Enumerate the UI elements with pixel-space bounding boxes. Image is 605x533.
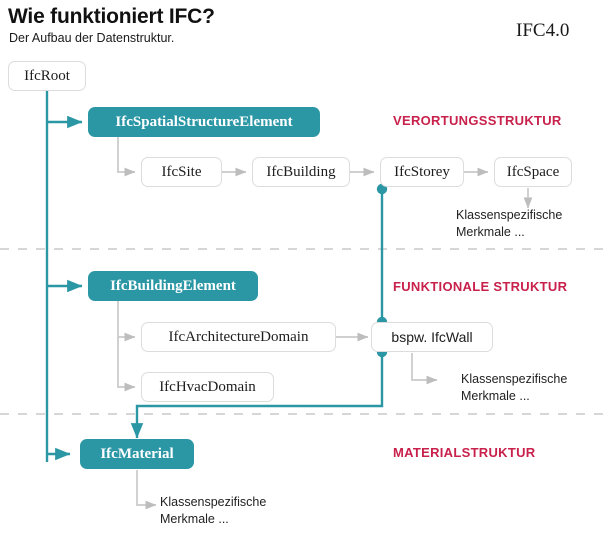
section-label-funktionale-struktur: FUNKTIONALE STRUKTUR bbox=[393, 279, 568, 294]
page-subtitle: Der Aufbau der Datenstruktur. bbox=[9, 31, 175, 45]
wire-buildingelement-branch-hvac bbox=[117, 337, 136, 392]
wire-wall-to-material bbox=[130, 352, 384, 439]
node-ifcarchitecturedomain[interactable]: IfcArchitectureDomain bbox=[141, 322, 336, 352]
node-ifcspatialstructureelement[interactable]: IfcSpatialStructureElement bbox=[88, 107, 320, 137]
section-label-verortungsstruktur: VERORTUNGSSTRUKTUR bbox=[393, 113, 562, 128]
node-ifcspace[interactable]: IfcSpace bbox=[494, 157, 572, 187]
note-ifcmaterial-merkmale: Klassenspezifische Merkmale ... bbox=[160, 495, 267, 526]
node-ifcsite[interactable]: IfcSite bbox=[141, 157, 222, 187]
wire-buildingelement-branch-arch bbox=[117, 301, 136, 342]
wire-material-to-note bbox=[136, 470, 157, 510]
note-ifcwall-merkmale: Klassenspezifische Merkmale ... bbox=[461, 372, 568, 403]
node-ifcbuildingelement[interactable]: IfcBuildingElement bbox=[88, 271, 258, 301]
node-bspw-ifcwall[interactable]: bspw. IfcWall bbox=[371, 322, 493, 352]
node-ifcbuilding[interactable]: IfcBuilding bbox=[252, 157, 350, 187]
note-ifcspace-merkmale: Klassenspezifische Merkmale ... bbox=[456, 208, 563, 239]
node-ifchvacdomain[interactable]: IfcHvacDomain bbox=[141, 372, 274, 402]
wire-wall-to-note bbox=[411, 353, 438, 385]
wire-spatial-branch bbox=[117, 137, 136, 177]
node-ifcroot[interactable]: IfcRoot bbox=[8, 61, 86, 91]
ifc-version-label: IFC4.0 bbox=[516, 20, 570, 41]
node-ifcstorey[interactable]: IfcStorey bbox=[380, 157, 464, 187]
page-title: Wie funktioniert IFC? bbox=[8, 5, 215, 28]
node-ifcmaterial[interactable]: IfcMaterial bbox=[80, 439, 194, 469]
section-label-materialstruktur: MATERIALSTRUKTUR bbox=[393, 445, 536, 460]
